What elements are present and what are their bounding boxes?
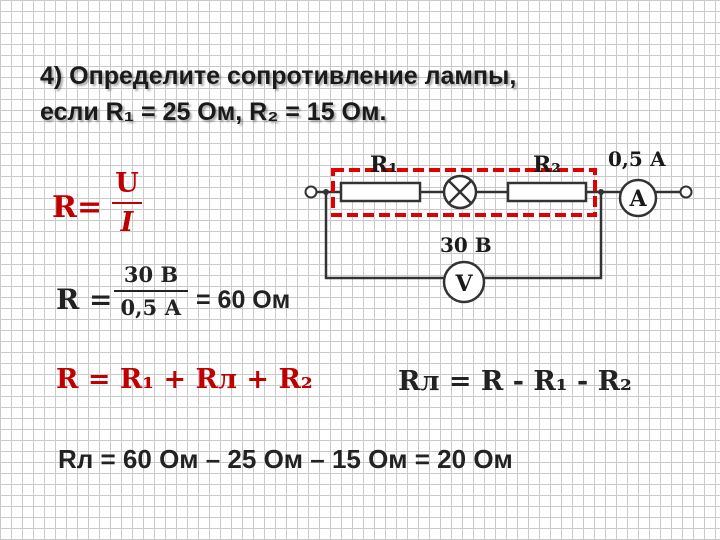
ammeter-icon (618, 178, 658, 218)
formula2-fraction-bar (114, 290, 188, 292)
voltage-label: 30 В (440, 233, 492, 257)
formula1-denominator: I (120, 207, 134, 238)
r1-label: R₁ (370, 152, 398, 178)
formula2-result: = 60 Ом (196, 286, 291, 314)
left-terminal (304, 185, 318, 199)
formula2-fraction: 30 В 0,5 А (114, 262, 188, 320)
resistor-r2 (506, 181, 588, 203)
wire-voltmeter-right (484, 192, 603, 280)
problem-title-line1: 4) Определите сопротивление лампы, (40, 62, 517, 90)
ammeter-symbol: A (628, 186, 647, 212)
voltmeter-symbol: V (454, 271, 473, 297)
right-terminal (679, 185, 693, 199)
formula2-eq: = (89, 283, 113, 316)
junction-left (323, 189, 329, 195)
problem-title: 4) Определите сопротивление лампы, если … (40, 58, 516, 130)
lamp-icon (442, 174, 478, 210)
current-label: 0,5 А (608, 147, 667, 171)
resistor-r1 (339, 181, 422, 203)
junction-right (598, 189, 604, 195)
wire-voltmeter-left (324, 192, 444, 280)
series-section-highlight (331, 168, 597, 217)
formula1-lhs: R= (52, 190, 103, 225)
formula1-eq: = (76, 190, 103, 225)
formula4-difference: Rл = R - R₁ - R₂ (398, 366, 632, 397)
r2-label: R₂ (533, 152, 561, 178)
formula2-numerator: 30 В (123, 262, 179, 287)
problem-title-line2: если R₁ = 25 Ом, R₂ = 15 Ом. (40, 98, 387, 126)
formula1-numerator: U (115, 168, 139, 199)
voltmeter-icon (442, 260, 486, 304)
formula1-fraction-bar (112, 202, 142, 204)
formula2-denominator: 0,5 А (120, 295, 182, 320)
formula3-sum: R = R₁ + Rл + R₂ (56, 364, 313, 395)
formula2-lhs: R = (56, 283, 113, 316)
formula1-fraction: U I (112, 168, 142, 238)
formula5-answer: Rл = 60 Ом – 25 Ом – 15 Ом = 20 Ом (58, 444, 513, 474)
